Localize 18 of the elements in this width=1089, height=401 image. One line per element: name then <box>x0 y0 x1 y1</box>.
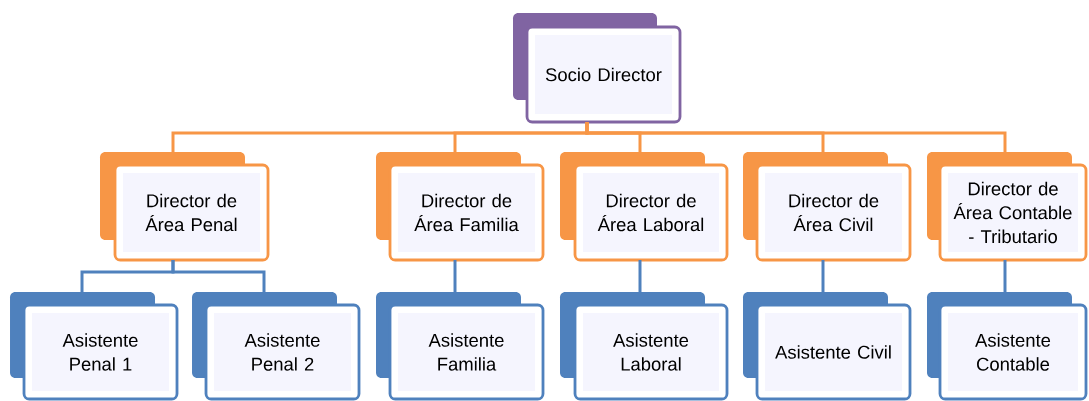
connector-line <box>453 260 457 292</box>
org-box: Director de Área Civil <box>743 152 912 262</box>
org-box: Asistente Familia <box>376 292 545 401</box>
org-box: Socio Director <box>513 13 682 124</box>
org-box: Asistente Penal 1 <box>10 292 179 401</box>
connector-line <box>1003 260 1007 292</box>
connector-line <box>171 260 266 292</box>
org-box: Asistente Penal 2 <box>192 292 361 401</box>
org-box: Asistente Civil <box>743 292 912 401</box>
org-box: Asistente Contable <box>927 292 1088 401</box>
org-box: Director de Área Contable - Tributario <box>927 152 1088 262</box>
connector-line <box>585 122 1007 152</box>
connector-line <box>638 260 642 292</box>
connector-line <box>821 260 825 292</box>
org-box: Director de Área Penal <box>100 152 270 262</box>
org-box: Director de Área Laboral <box>560 152 729 262</box>
org-box: Director de Área Familia <box>376 152 545 262</box>
org-box: Asistente Laboral <box>560 292 729 401</box>
